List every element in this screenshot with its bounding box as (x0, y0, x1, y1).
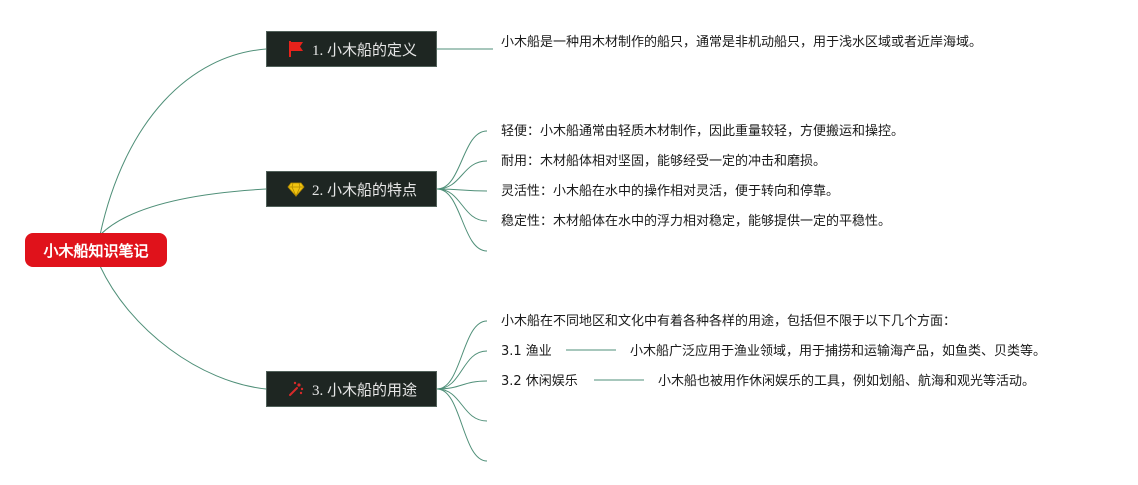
link-uses-empty-1 (436, 388, 488, 422)
link-root-topic-3 (99, 265, 267, 390)
definition-text: 小木船是一种用木材制作的船只，通常是非机动船只，用于浅水区域或者近岸海域。 (501, 35, 983, 50)
uses-intro: 小木船在不同地区和文化中有着各种各样的用途，包括但不限于以下几个方面： (501, 314, 957, 329)
feature-durable: 耐用：木材船体相对坚固，能够经受一定的冲击和磨损。 (501, 154, 827, 169)
topic-definition[interactable]: 1. 小木船的定义 (266, 31, 437, 67)
link-feature-3 (436, 188, 488, 192)
uses-fishing-label: 3.1 渔业 (501, 344, 552, 359)
link-uses-fishing (436, 350, 488, 390)
uses-leisure-detail: 小木船也被用作休闲娱乐的工具，例如划船、航海和观光等活动。 (658, 374, 1036, 389)
sparkle-icon (286, 379, 306, 399)
link-feature-1 (436, 130, 488, 190)
diamond-icon (286, 179, 306, 199)
topic-definition-label: 1. 小木船的定义 (311, 42, 417, 59)
link-feature-empty (436, 188, 488, 252)
topic-features[interactable]: 2. 小木船的特点 (266, 171, 437, 207)
topic-uses-label: 3. 小木船的用途 (311, 382, 417, 399)
root-node[interactable]: 小木船知识笔记 (25, 233, 167, 267)
topic-uses[interactable]: 3. 小木船的用途 (266, 371, 437, 407)
uses-fishing-detail: 小木船广泛应用于渔业领域，用于捕捞和运输海产品，如鱼类、贝类等。 (630, 344, 1047, 359)
red-flag-icon (286, 39, 306, 59)
link-uses-intro (436, 320, 488, 390)
link-root-topic-1 (99, 48, 267, 236)
link-feature-4 (436, 188, 488, 222)
link-root-topic-2 (99, 188, 267, 236)
feature-light: 轻便：小木船通常由轻质木材制作，因此重量较轻，方便搬运和操控。 (501, 124, 905, 139)
link-uses-leisure (436, 380, 488, 390)
link-uses-empty-2 (436, 388, 488, 462)
root-label: 小木船知识笔记 (43, 241, 149, 260)
feature-stable: 稳定性：木材船体在水中的浮力相对稳定，能够提供一定的平稳性。 (501, 214, 892, 229)
uses-leisure-label: 3.2 休闲娱乐 (501, 374, 578, 389)
feature-flexible: 灵活性：小木船在水中的操作相对灵活，便于转向和停靠。 (501, 184, 840, 199)
link-feature-2 (436, 160, 488, 190)
topic-features-label: 2. 小木船的特点 (311, 182, 417, 199)
